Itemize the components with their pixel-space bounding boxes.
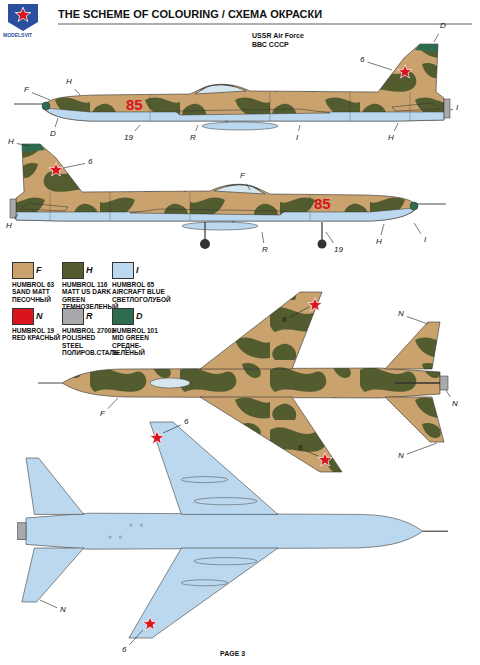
- callout-letter: 6: [298, 444, 302, 453]
- leader-line: [305, 451, 318, 456]
- legend-text: HUMBROL 19 RED КРАСНЫЙ: [12, 327, 66, 342]
- leader-line: [407, 316, 428, 324]
- callout-letter: H: [66, 78, 72, 87]
- callout-letter: R: [262, 246, 268, 255]
- leader-line: [450, 109, 453, 111]
- paint-swatch: [112, 262, 134, 279]
- page-title: THE SCHEME OF COLOURING / СХЕМА ОКРАСКИ: [58, 8, 322, 20]
- label-text: D: [136, 312, 143, 322]
- callout-letter: H: [388, 134, 394, 143]
- leader-line: [407, 443, 437, 454]
- legend-text: HUMBROL 116 MATT US DARK GREEN ТЕМНОЗЕЛЕ…: [62, 281, 116, 311]
- label-text: MODELSVIT: [3, 33, 32, 39]
- label-text: H: [86, 266, 93, 276]
- paint-swatch: [62, 308, 84, 325]
- leader-line: [381, 224, 384, 235]
- callout-letter: I: [456, 104, 458, 113]
- label-text: N: [36, 312, 43, 322]
- paint-swatch: [62, 262, 84, 279]
- callout-letter: F: [100, 410, 105, 419]
- label-text: USSR Air Force: [252, 32, 304, 40]
- leader-line: [135, 125, 140, 131]
- paint-swatch: [12, 262, 34, 279]
- callout-letter: D: [50, 130, 56, 139]
- callout-letter: H: [6, 222, 12, 231]
- leader-line: [63, 163, 85, 168]
- callout-letter: 6: [122, 646, 126, 655]
- callout-letter: 19: [124, 134, 133, 143]
- callout-letter: 6: [184, 418, 188, 427]
- callout-letter: I: [424, 236, 426, 245]
- callout-letter: 6: [282, 316, 286, 325]
- callout-letter: N: [398, 310, 404, 319]
- legend-text: HUMBROL 27003 POLISHED STEEL ПОЛИРОВ.СТА…: [62, 327, 116, 357]
- legend-text: HUMBROL 63 SAND MATT ПЕСОЧНЫЙ: [12, 281, 66, 303]
- leader-line: [32, 93, 50, 100]
- leader-line: [75, 89, 80, 95]
- callout-letter: I: [296, 134, 298, 143]
- callout-letter: 19: [334, 246, 343, 255]
- label-text: 85: [126, 97, 143, 114]
- callout-letter: N: [452, 400, 458, 409]
- leader-line: [247, 184, 250, 190]
- label-text: ВВС СССР: [252, 41, 289, 49]
- paint-swatch: [112, 308, 134, 325]
- label-text: R: [86, 312, 93, 322]
- callout-letter: F: [240, 172, 245, 181]
- callout-letter: F: [24, 86, 29, 95]
- callout-letter: H: [376, 238, 382, 247]
- leader-line: [289, 307, 309, 318]
- leader-line: [446, 390, 450, 397]
- leader-line: [299, 125, 300, 131]
- legend-text: HUMBROL 65 AIRCRAFT BLUE СВЕТЛОГОЛУБОЙ: [112, 281, 166, 303]
- label-text: 85: [314, 196, 331, 213]
- leader-line: [40, 600, 57, 608]
- label-text: PAGE 3: [220, 650, 245, 658]
- leader-line: [367, 62, 392, 70]
- leader-line: [163, 425, 181, 433]
- leader-line: [17, 144, 30, 146]
- legend-text: HUMBROL 101 MID GREEN СРЕДНЕ-ЗЕЛЕНЫЙ: [112, 327, 166, 357]
- leader-line: [326, 232, 333, 243]
- leader-line: [108, 398, 118, 409]
- callout-letter: H: [8, 138, 14, 147]
- callout-letter: N: [398, 452, 404, 461]
- callout-letter: N: [60, 606, 66, 615]
- paint-swatch: [12, 308, 34, 325]
- leader-line: [414, 223, 421, 234]
- callout-letter: D: [440, 22, 446, 31]
- leader-line: [262, 232, 264, 243]
- leader-line: [434, 34, 439, 42]
- label-text: I: [136, 266, 139, 276]
- callout-letter: R: [190, 134, 196, 143]
- callout-letter: 6: [360, 56, 364, 65]
- leader-line: [14, 214, 18, 219]
- callout-letter: 6: [88, 158, 92, 167]
- leader-line: [55, 118, 58, 127]
- leader-line: [394, 123, 398, 131]
- label-text: F: [36, 266, 42, 276]
- leader-line: [129, 630, 143, 645]
- leader-line: [196, 125, 198, 131]
